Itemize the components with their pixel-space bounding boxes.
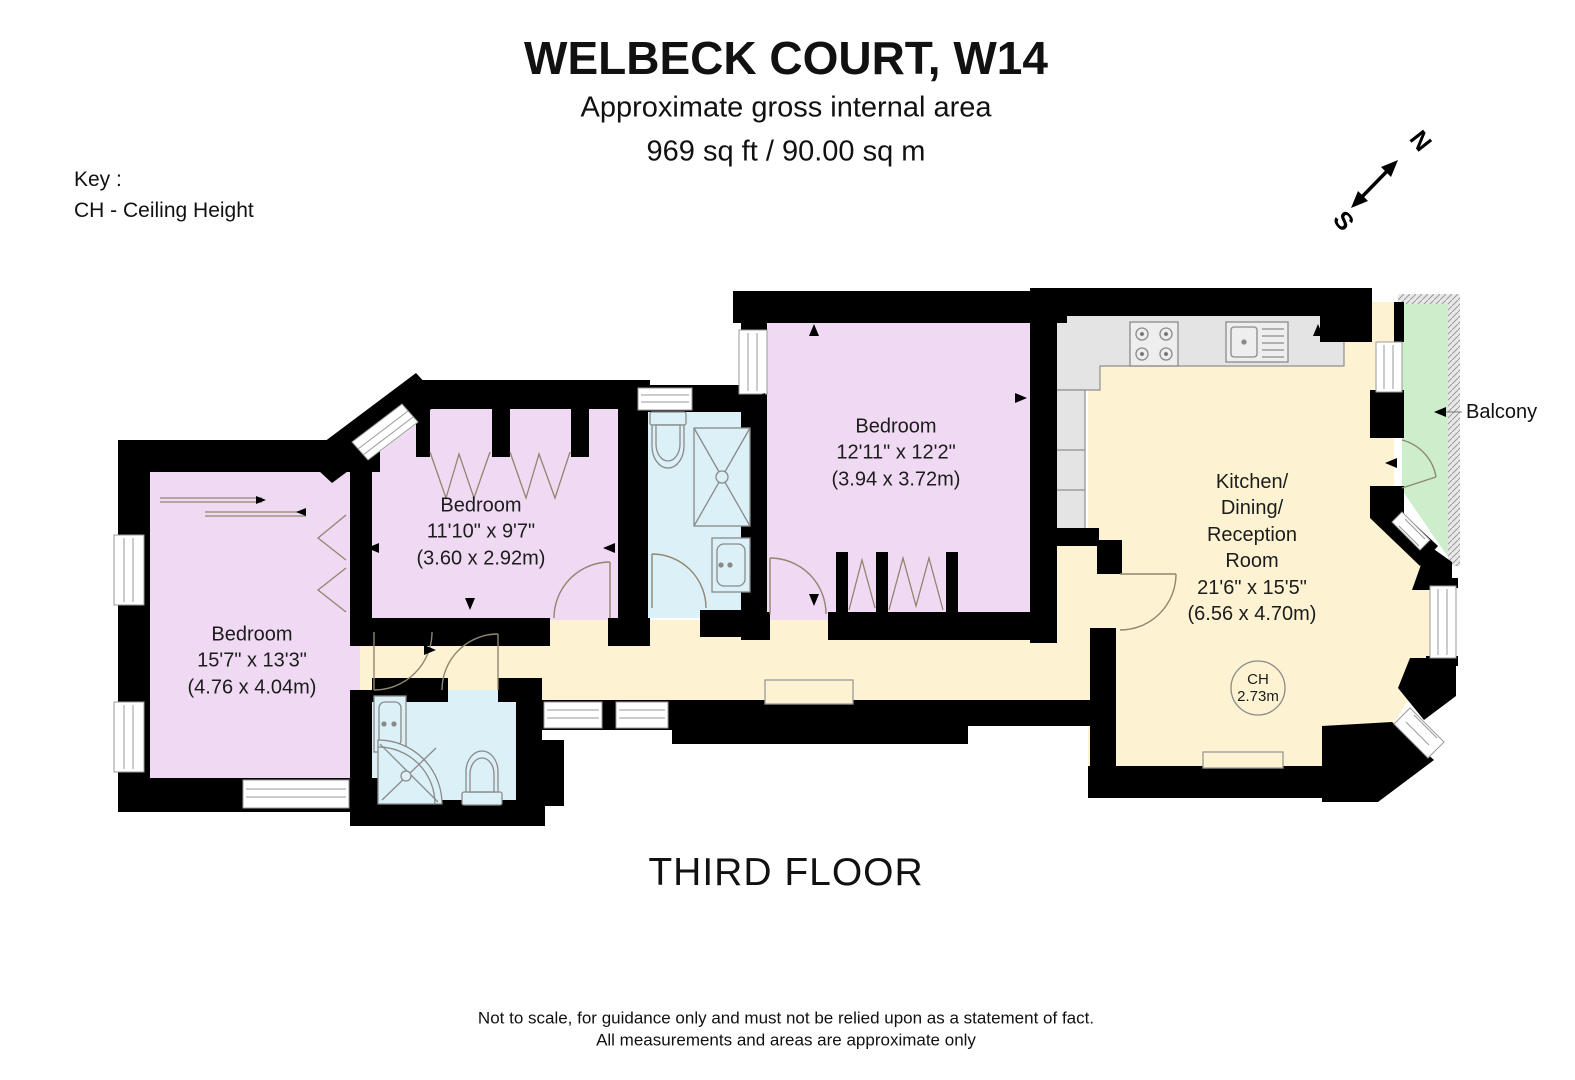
page-title: WELBECK COURT, W14 — [524, 32, 1048, 84]
balcony-floor — [1402, 304, 1450, 560]
basin — [711, 537, 751, 593]
bedroom2-floor — [336, 403, 618, 622]
compass-north-arrowhead — [1381, 160, 1398, 177]
key-entry: CH - Ceiling Height — [74, 199, 254, 222]
kitchen-door — [1119, 573, 1177, 631]
compass-south-label: S — [1327, 206, 1359, 236]
bedroom3-door — [769, 557, 827, 615]
floor-label: THIRD FLOOR — [648, 851, 924, 894]
ceiling-height-circle — [1230, 660, 1286, 716]
hall-cupboard — [764, 679, 854, 705]
ensuite-toilet — [461, 750, 503, 806]
room-dims-metric: (6.56 x 4.70m) — [1187, 602, 1317, 625]
shower — [693, 427, 751, 527]
page-subtitle: Approximate gross internal area — [580, 91, 992, 124]
room-label-bedroom-3: Bedroom 12'11" x 12'2" (3.94 x 3.72m) — [832, 413, 961, 492]
room-dims-imperial: 11'10" x 9'7" — [426, 520, 536, 543]
compass-north-label: N — [1404, 125, 1437, 156]
room-fills — [130, 294, 1460, 806]
room-dims-imperial: 12'11" x 12'2" — [836, 441, 956, 464]
compass-south-arrowhead — [1351, 191, 1368, 208]
bedroom1-floor — [130, 450, 374, 806]
bedroom2-door — [553, 561, 611, 619]
room-name: Dining/ — [1220, 497, 1284, 520]
room-name: Room — [1225, 550, 1279, 572]
window-seat — [1202, 751, 1284, 769]
key-heading: Key : — [74, 168, 122, 191]
room-dims-metric: (3.94 x 3.72m) — [831, 468, 961, 491]
balcony-hatch-top — [1398, 294, 1458, 304]
door-arcs — [373, 439, 1437, 691]
kitchen-sink — [1225, 321, 1289, 363]
kitchen-floor — [1040, 302, 1432, 772]
room-label-bedroom-2: Bedroom 11'10" x 9'7" (3.60 x 2.92m) — [417, 492, 546, 571]
bathroom-door — [651, 553, 707, 609]
room-dims-metric: (4.76 x 4.04m) — [187, 676, 317, 699]
room-name: Bedroom — [211, 623, 293, 646]
room-dims-metric: (3.60 x 2.92m) — [416, 547, 546, 570]
ensuite-door — [441, 633, 499, 691]
room-name: Bedroom — [855, 415, 937, 438]
closet-doors — [160, 451, 944, 613]
ceiling-height-label: CH 2.73m — [1237, 670, 1279, 705]
compass: N S — [1327, 125, 1437, 236]
marker-arrows — [131, 324, 1397, 800]
disclaimer-line-2: All measurements and areas are approxima… — [596, 1030, 976, 1050]
ensuite-shower — [377, 739, 443, 805]
area-text: 969 sq ft / 90.00 sq m — [646, 135, 926, 168]
room-label-bedroom-1: Bedroom 15'7" x 13'3" (4.76 x 4.04m) — [188, 621, 317, 700]
fixtures — [373, 321, 1289, 806]
room-dims-imperial: 21'6" x 15'5" — [1197, 576, 1307, 599]
balcony-door — [1401, 439, 1437, 489]
hob — [1129, 321, 1179, 367]
windows — [113, 329, 1457, 809]
balcony-hatch-right — [1448, 294, 1460, 566]
room-name: Bedroom — [440, 494, 522, 517]
room-name: Kitchen/ — [1215, 470, 1289, 493]
walls — [118, 288, 1458, 826]
bedroom1-door — [373, 631, 433, 691]
room-name: Reception — [1206, 523, 1298, 546]
balcony-label: Balcony — [1466, 401, 1538, 423]
disclaimer-line-1: Not to scale, for guidance only and must… — [477, 1008, 1095, 1028]
room-dims-imperial: 15'7" x 13'3" — [197, 649, 307, 672]
toilet — [649, 411, 687, 469]
balcony-leader — [1434, 407, 1462, 417]
room-label-kitchen: Kitchen/ Dining/ Reception Room 21'6" x … — [1188, 469, 1317, 627]
